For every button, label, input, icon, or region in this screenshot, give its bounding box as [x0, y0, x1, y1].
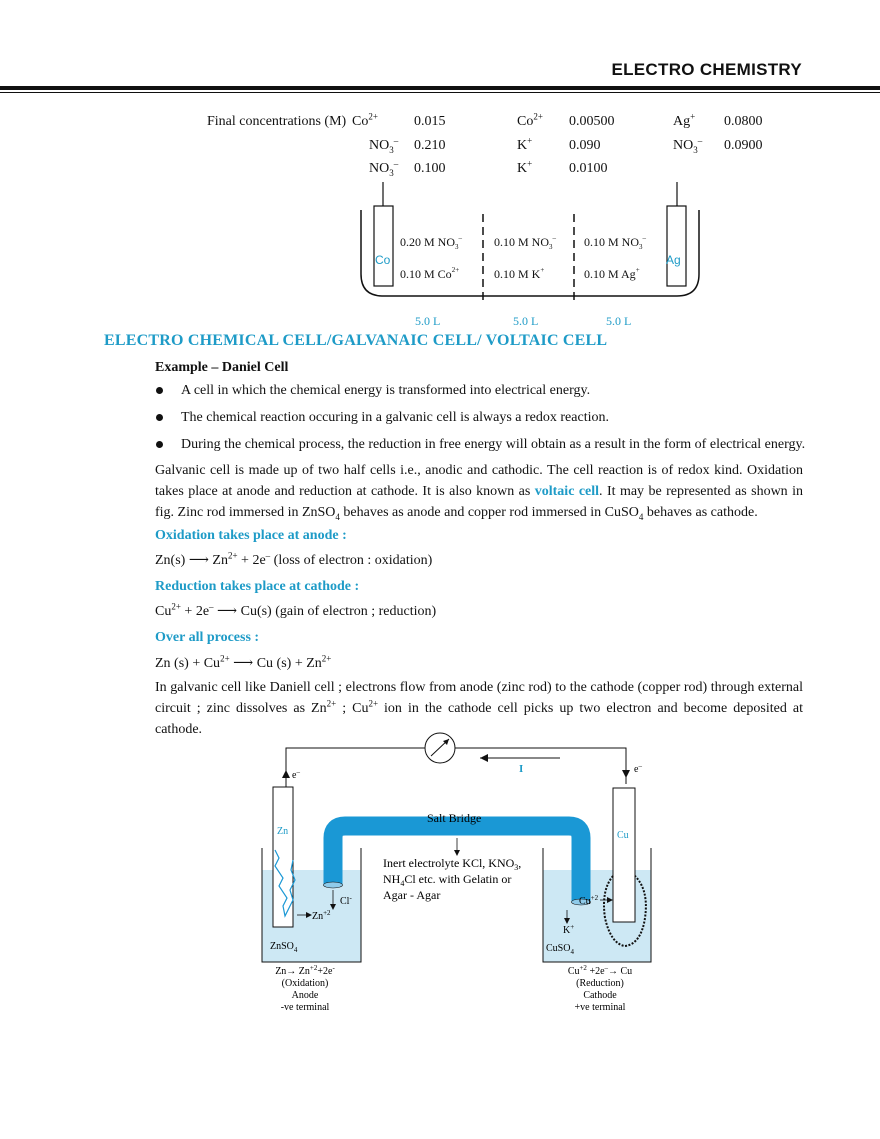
svg-text:+ve terminal: +ve terminal	[575, 1002, 626, 1013]
conc-ion: Co2+	[517, 111, 543, 129]
compartment-volume: 5.0 L	[513, 314, 538, 328]
svg-text:-ve terminal: -ve terminal	[281, 1002, 330, 1013]
bullet-dot	[156, 387, 163, 394]
cuso4-label: CuSO4	[546, 943, 574, 956]
external-wire	[455, 747, 627, 784]
salt-bridge	[323, 816, 591, 902]
conc-value: 0.00500	[569, 114, 615, 129]
bullet-item: A cell in which the chemical energy is t…	[181, 383, 591, 398]
zinc-rod	[272, 786, 294, 928]
final-concentrations-label: Final concentrations (M)	[207, 114, 347, 129]
conc-value: 0.100	[414, 161, 446, 176]
electron-label: e–	[634, 762, 642, 775]
svg-text:Zn→ Zn+2+2e-: Zn→ Zn+2+2e-	[275, 964, 335, 977]
electron-label: e–	[292, 768, 300, 781]
oxidation-equation: Zn(s) ⟶ Zn2+ + 2e– (loss of electron : o…	[155, 550, 433, 568]
anode-caption: Zn→ Zn+2+2e- (Oxidation) Anode -ve termi…	[275, 964, 335, 1013]
cathode-caption: Cu+2 +2e–→ Cu (Reduction) Cathode +ve te…	[568, 964, 632, 1013]
header-rule-thin	[0, 92, 880, 93]
conc-ion: K+	[517, 135, 533, 153]
compartment-bottom-label: 0.10 M Ag+	[584, 266, 640, 281]
oxidation-heading: Oxidation takes place at anode :	[155, 528, 347, 543]
daniel-cell-diagram: I e– e– Salt Bridge Inert electrolyte KC…	[261, 732, 652, 1013]
example-heading: Example – Daniel Cell	[155, 360, 289, 375]
compartment-top-label: 0.10 M NO3–	[494, 234, 557, 251]
compartment-top-label: 0.10 M NO3–	[584, 234, 647, 251]
cathode-beaker	[542, 848, 652, 963]
anode-beaker	[261, 848, 362, 963]
svg-text:(Oxidation): (Oxidation)	[282, 978, 329, 989]
znso4-label: ZnSO4	[270, 941, 298, 954]
reduction-equation: Cu2+ + 2e– ⟶ Cu(s) (gain of electron ; r…	[155, 601, 437, 619]
copper-label: Cu	[617, 830, 629, 841]
svg-text:Cathode: Cathode	[583, 990, 617, 1001]
electrode-label-right: Ag	[666, 253, 681, 267]
copper-deposit	[603, 875, 647, 948]
external-wire	[285, 747, 425, 796]
paragraph-electron-flow: In galvanic cell like Daniell cell ; ele…	[155, 680, 803, 737]
zinc-ion-label: Zn+2	[312, 909, 331, 922]
page-header-title: ELECTRO CHEMISTRY	[611, 60, 802, 79]
section-title: ELECTRO CHEMICAL CELL/GALVANAIC CELL/ VO…	[104, 332, 608, 349]
inert-electrolyte-text: NH4Cl etc. with Gelatin or	[383, 872, 511, 888]
svg-text:Cu+2 +2e–→ Cu: Cu+2 +2e–→ Cu	[568, 964, 632, 977]
reduction-heading: Reduction takes place at cathode :	[155, 579, 360, 594]
compartment-volume: 5.0 L	[606, 314, 631, 328]
compartment-bottom-label: 0.10 M Co2+	[400, 266, 459, 281]
conc-ion: NO3–	[369, 135, 399, 155]
svg-text:Anode: Anode	[292, 990, 319, 1001]
inert-electrolyte-text: Inert electrolyte KCl, KNO3,	[383, 856, 521, 872]
copper-rod	[612, 787, 636, 923]
conc-value: 0.210	[414, 138, 446, 153]
conc-value: 0.015	[414, 114, 446, 129]
copper-ion-label: Cu+2	[579, 894, 599, 907]
conc-value: 0.0100	[569, 161, 608, 176]
chloride-ion-label: Cl-	[340, 894, 352, 907]
bullet-item: The chemical reaction occuring in a galv…	[181, 410, 609, 425]
beaker-outline	[360, 210, 700, 297]
bullet-dot	[156, 441, 163, 448]
conc-ion: NO3–	[673, 135, 703, 155]
conc-ion: Ag+	[673, 111, 696, 129]
conc-value: 0.090	[569, 138, 601, 153]
bullet-dot	[156, 414, 163, 421]
compartment-volume: 5.0 L	[415, 314, 440, 328]
potassium-ion-label: K+	[563, 923, 574, 936]
conc-value: 0.0800	[724, 114, 763, 129]
cobalt-electrode	[373, 205, 394, 287]
concentration-cell-diagram: Co Ag 0.20 M NO3– 0.10 M Co2+ 0.10 M NO3…	[360, 182, 700, 328]
conc-value: 0.0900	[724, 138, 763, 153]
conc-ion: K+	[517, 158, 533, 176]
header-rule	[0, 86, 880, 90]
conc-ion: NO3–	[369, 158, 399, 178]
electrode-label-left: Co	[375, 253, 391, 267]
conc-ion: Co2+	[352, 111, 378, 129]
svg-text:(Reduction): (Reduction)	[576, 978, 624, 989]
inert-electrolyte-text: Agar - Agar	[383, 888, 440, 902]
zinc-label: Zn	[277, 826, 288, 837]
zinc-dissolution	[274, 849, 296, 918]
compartment-top-label: 0.20 M NO3–	[400, 234, 463, 251]
bullet-item: During the chemical process, the reducti…	[181, 437, 806, 452]
compartment-bottom-label: 0.10 M K+	[494, 266, 544, 281]
overall-equation: Zn (s) + Cu2+ ⟶ Cu (s) + Zn2+	[155, 653, 332, 671]
silver-electrode	[666, 205, 687, 287]
salt-bridge-label: Salt Bridge	[427, 811, 481, 825]
paragraph-galvanic-cell: Galvanic cell is made up of two half cel…	[155, 463, 803, 522]
current-label: I	[519, 763, 523, 775]
overall-heading: Over all process :	[155, 630, 260, 645]
